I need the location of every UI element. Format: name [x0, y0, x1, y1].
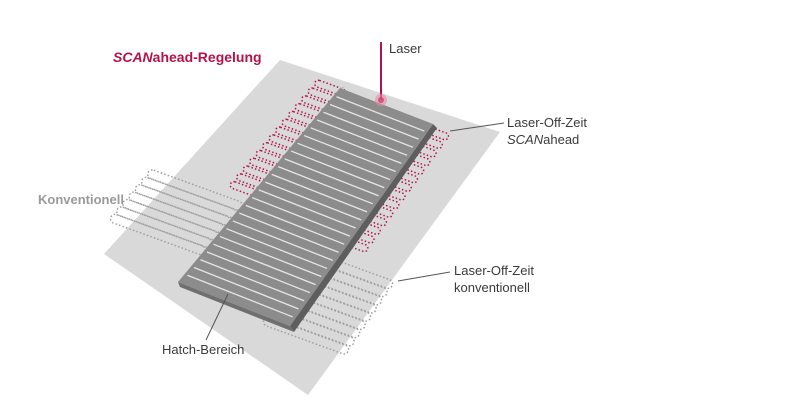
hatch-line	[265, 181, 362, 221]
hatch-line	[303, 134, 396, 173]
laser-label: Laser	[389, 41, 422, 56]
hatch-line	[297, 142, 391, 181]
hatch-line	[206, 251, 311, 294]
hatch-line	[284, 158, 379, 197]
hatch-line	[323, 111, 414, 148]
scan-loop	[122, 198, 219, 241]
scan-loop	[115, 206, 213, 248]
scan-loop	[109, 213, 206, 256]
hatch-area	[178, 86, 437, 332]
scan-loop	[134, 183, 231, 226]
hatch-area-label: Hatch-Bereich	[162, 342, 245, 357]
diagram-title: SCANahead-Regelung	[113, 49, 262, 65]
conventional-side-label: Konventionell	[38, 192, 124, 207]
hatch-line	[213, 243, 316, 286]
hatch-line	[193, 266, 299, 310]
hatch-line	[277, 165, 374, 205]
leader-scanahead	[449, 122, 505, 132]
scan-loop	[146, 169, 244, 211]
scan-loop	[140, 176, 237, 219]
hatch-line	[290, 150, 385, 189]
hatch-line	[219, 235, 322, 278]
leader-conventional	[397, 271, 451, 282]
hatch-line	[316, 119, 408, 156]
hatch-line	[310, 127, 402, 165]
scan-loop	[128, 191, 225, 234]
hatch-line	[252, 197, 351, 237]
hatch-line	[245, 204, 345, 245]
hatch-line	[336, 96, 425, 132]
hatch-line	[187, 274, 293, 318]
hatch-line	[329, 103, 419, 140]
hatch-line	[232, 220, 333, 261]
hatch-line	[200, 259, 305, 302]
scan-loop	[262, 316, 350, 355]
hatch-line	[258, 189, 356, 229]
leader-hatch	[205, 293, 229, 341]
hatch-line	[226, 228, 328, 270]
hatch-line	[239, 212, 339, 253]
hatch-line	[271, 173, 368, 213]
hatch-lines	[187, 96, 425, 318]
